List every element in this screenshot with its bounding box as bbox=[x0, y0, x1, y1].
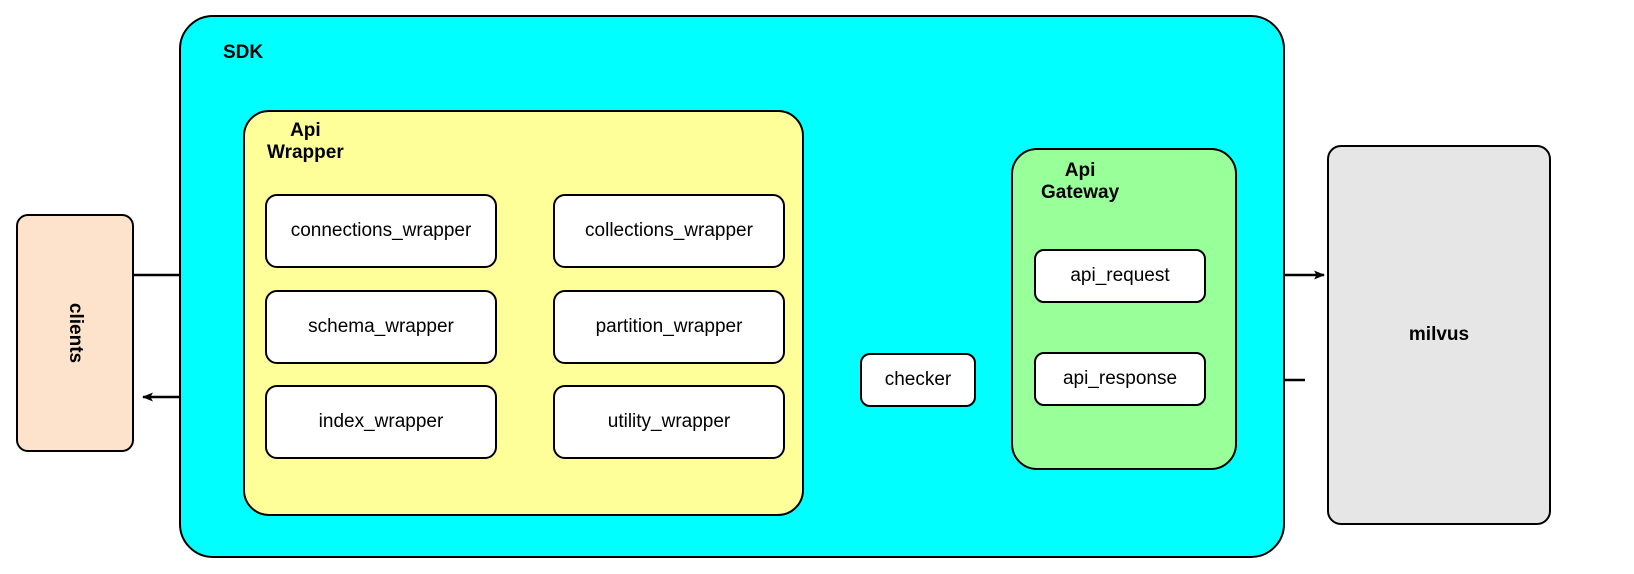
module-label: utility_wrapper bbox=[607, 411, 731, 432]
module-schema-wrapper[interactable]: schema_wrapper bbox=[265, 290, 497, 364]
module-label: index_wrapper bbox=[318, 411, 444, 432]
container-api-gateway[interactable]: Api Gateway bbox=[1011, 148, 1237, 470]
module-index-wrapper[interactable]: index_wrapper bbox=[265, 385, 497, 459]
module-utility-wrapper[interactable]: utility_wrapper bbox=[553, 385, 785, 459]
node-milvus[interactable]: milvus bbox=[1327, 145, 1551, 525]
module-collections-wrapper[interactable]: collections_wrapper bbox=[553, 194, 785, 268]
module-label: collections_wrapper bbox=[585, 220, 753, 241]
module-checker[interactable]: checker bbox=[860, 353, 976, 407]
module-partition-wrapper[interactable]: partition_wrapper bbox=[553, 290, 785, 364]
module-api-request[interactable]: api_request bbox=[1034, 249, 1206, 303]
checker-label: checker bbox=[884, 369, 952, 390]
node-clients[interactable]: clients bbox=[16, 214, 134, 452]
module-api-response[interactable]: api_response bbox=[1034, 352, 1206, 406]
module-label: schema_wrapper bbox=[308, 316, 454, 337]
module-label: api_response bbox=[1062, 368, 1178, 389]
milvus-label: milvus bbox=[1408, 324, 1470, 345]
module-label: api_request bbox=[1070, 265, 1170, 286]
container-api-wrapper-label: Api Wrapper bbox=[267, 120, 344, 164]
clients-label: clients bbox=[64, 302, 86, 364]
module-label: connections_wrapper bbox=[290, 220, 472, 241]
container-sdk-label: SDK bbox=[223, 42, 264, 63]
module-connections-wrapper[interactable]: connections_wrapper bbox=[265, 194, 497, 268]
container-api-gateway-label: Api Gateway bbox=[1041, 160, 1120, 204]
module-label: partition_wrapper bbox=[595, 316, 743, 337]
